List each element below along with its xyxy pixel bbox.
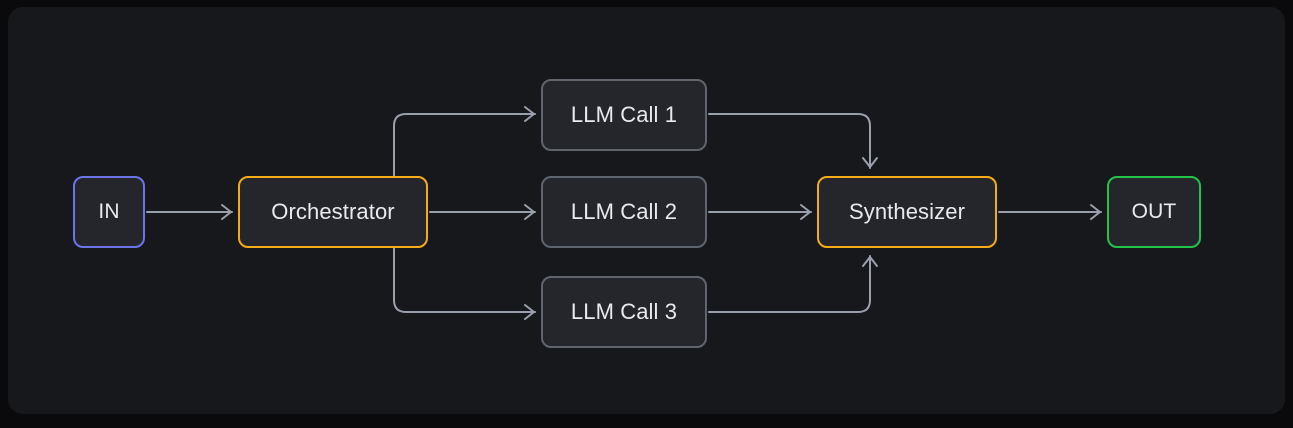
node-llm-call-3-label: LLM Call 3 xyxy=(570,299,678,324)
node-llm-call-1-label: LLM Call 1 xyxy=(570,102,678,127)
node-in-label: IN xyxy=(98,200,120,223)
node-llm-call-1[interactable]: LLM Call 1 xyxy=(541,79,707,151)
node-synthesizer[interactable]: Synthesizer xyxy=(817,176,997,248)
node-synthesizer-label: Synthesizer xyxy=(848,199,966,224)
node-in[interactable]: IN xyxy=(73,176,145,248)
node-orchestrator[interactable]: Orchestrator xyxy=(238,176,428,248)
node-llm-call-2[interactable]: LLM Call 2 xyxy=(541,176,707,248)
node-out[interactable]: OUT xyxy=(1107,176,1201,248)
node-out-label: OUT xyxy=(1131,200,1177,223)
node-llm-call-3[interactable]: LLM Call 3 xyxy=(541,276,707,348)
node-orchestrator-label: Orchestrator xyxy=(271,199,395,224)
node-llm-call-2-label: LLM Call 2 xyxy=(570,199,678,224)
